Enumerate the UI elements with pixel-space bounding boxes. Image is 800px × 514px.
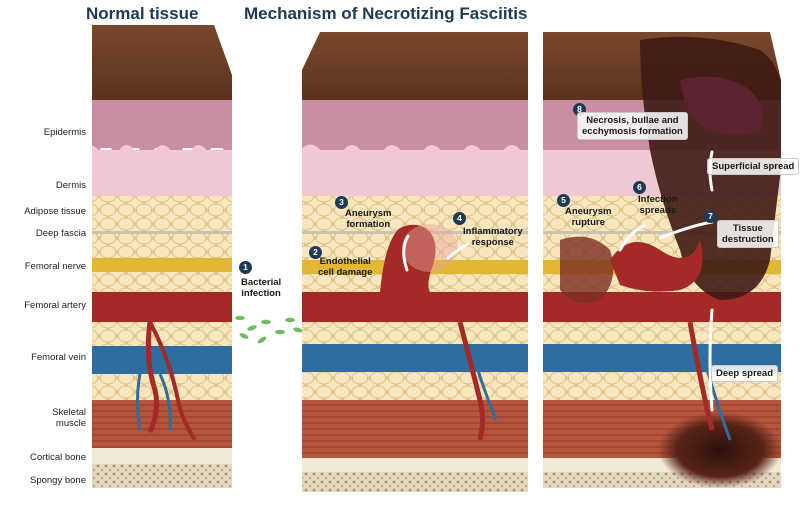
label-dermis: Dermis (55, 180, 86, 191)
step-7-label: Tissue destruction (717, 220, 779, 248)
step-5-label: Aneurysm rupture (565, 206, 612, 228)
mechanism-panel-advanced (543, 32, 781, 488)
label-epidermis: Epidermis (43, 127, 86, 138)
label-adipose-tissue: Adipose tissue (24, 206, 86, 217)
normal-tissue-panel (92, 25, 232, 488)
label-deep-fascia: Deep fascia (35, 228, 86, 239)
step-3-badge: 3 (335, 196, 348, 209)
step-4-label: Inflammatory response (463, 226, 523, 248)
step-2-badge: 2 (309, 246, 322, 259)
step-6-badge: 6 (633, 181, 646, 194)
label-skeletal-muscle: Skeletal muscle (52, 407, 86, 429)
step-1-label: Bacterial infection (241, 277, 282, 299)
bacteria-cluster (235, 315, 303, 344)
step-1-badge: 1 (239, 261, 252, 274)
label-femoral-artery: Femoral artery (24, 300, 86, 311)
label-cortical-bone: Cortical bone (30, 452, 86, 463)
deep-spread-label: Deep spread (711, 365, 779, 382)
process-arrows (402, 150, 714, 412)
step-7-badge: 7 (704, 210, 717, 223)
step-5-badge: 5 (557, 194, 570, 207)
mechanism-title: Mechanism of Necrotizing Fasciitis (244, 4, 528, 23)
step-6-label: Infection spreads (638, 194, 678, 216)
step-2-label: Endothelial cell damage (318, 256, 373, 278)
step-8-label: Necrosis, bullae and ecchymosis formatio… (577, 112, 688, 140)
label-femoral-vein: Femoral vein (31, 352, 86, 363)
label-femoral-nerve: Femoral nerve (24, 261, 86, 272)
superficial-spread-label: Superficial spread (707, 158, 800, 175)
step-3-label: Aneurysm formation (345, 208, 392, 230)
mechanism-panel-early (302, 32, 528, 492)
step-4-badge: 4 (453, 212, 466, 225)
normal-tissue-title: Normal tissue (86, 4, 199, 23)
label-spongy-bone: Spongy bone (30, 475, 86, 486)
